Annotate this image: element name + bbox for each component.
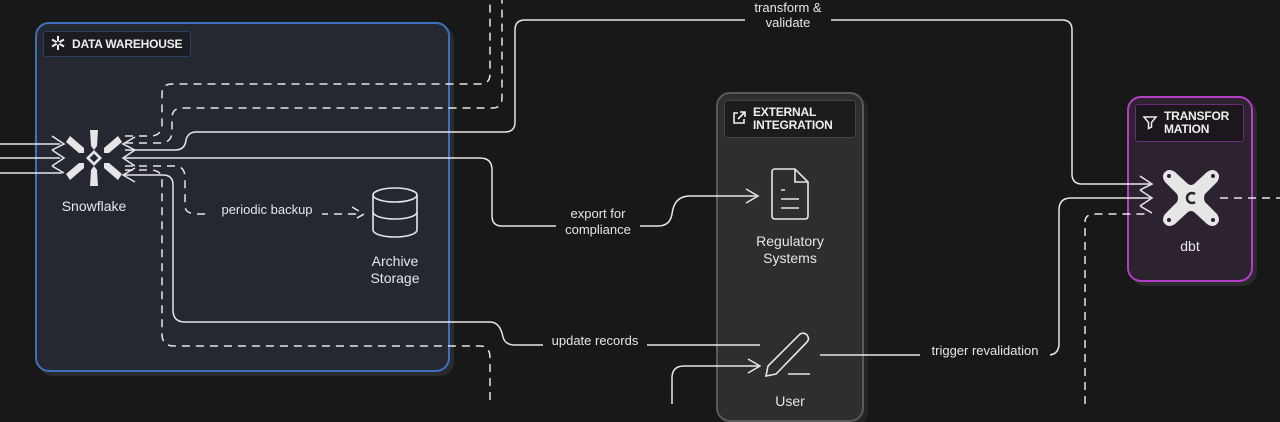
edge-dashed-bottom: [125, 169, 491, 404]
edge-dashed-top-1: [125, 0, 491, 137]
edge-label-periodic-backup: periodic backup: [212, 202, 322, 218]
filter-icon: [1142, 114, 1158, 133]
pencil-icon: [764, 332, 810, 378]
external-link-icon: [731, 110, 747, 129]
dbt-icon: [1163, 170, 1219, 226]
edge-label-transform-line1: transform &: [745, 0, 831, 16]
edges-layer: [0, 0, 1280, 404]
node-label-archive-line1: Archive: [371, 253, 419, 269]
snowflake-icon: [66, 130, 122, 186]
group-badge-external-integration: EXTERNAL INTEGRATION: [724, 100, 856, 138]
edge-to-user: [671, 365, 758, 404]
node-label-snowflake: Snowflake: [61, 198, 127, 214]
group-title-external-integration: EXTERNAL INTEGRATION: [753, 105, 833, 132]
edge-export-compliance: [125, 157, 756, 227]
edge-dashed-dbt-in: [1084, 213, 1150, 404]
node-label-archive-line2: Storage: [370, 270, 420, 286]
node-label-regulatory-line1: Regulatory: [756, 233, 824, 249]
arrow-in: [51, 135, 66, 174]
edge-periodic-backup: [125, 165, 362, 215]
group-external-integration: [716, 92, 864, 422]
edge-label-transform-line2: validate: [745, 15, 831, 31]
node-label-user: User: [775, 393, 805, 409]
edge-transform-validate: [125, 19, 1150, 185]
node-regulatory-systems[interactable]: Regulatory Systems: [745, 166, 835, 271]
edge-dashed-top-2: [125, 0, 503, 144]
edge-label-export-line2: compliance: [556, 222, 640, 238]
edge-update-records: [125, 174, 760, 346]
node-snowflake[interactable]: Snowflake: [62, 128, 126, 218]
group-data-warehouse: [35, 22, 450, 372]
snowflake-icon: [50, 35, 66, 54]
edge-label-export-line1: export for: [556, 206, 640, 222]
node-dbt[interactable]: dbt: [1150, 166, 1230, 256]
node-label-dbt: dbt: [1180, 238, 1200, 254]
node-archive-storage[interactable]: Archive Storage: [355, 185, 435, 290]
database-icon: [372, 187, 418, 238]
node-label-regulatory-line2: Systems: [763, 250, 817, 266]
group-badge-transformation: TRANSFOR MATION: [1135, 104, 1244, 142]
group-title-transformation: TRANSFOR MATION: [1164, 109, 1230, 136]
edge-label-trigger-revalidation: trigger revalidation: [920, 343, 1050, 359]
node-user[interactable]: User: [755, 330, 825, 410]
document-icon: [771, 168, 809, 220]
group-title-data-warehouse: DATA WAREHOUSE: [72, 36, 183, 51]
group-badge-data-warehouse: DATA WAREHOUSE: [43, 31, 191, 57]
edge-trigger-revalidation: [820, 197, 1150, 356]
edge-label-update-records: update records: [543, 333, 647, 349]
